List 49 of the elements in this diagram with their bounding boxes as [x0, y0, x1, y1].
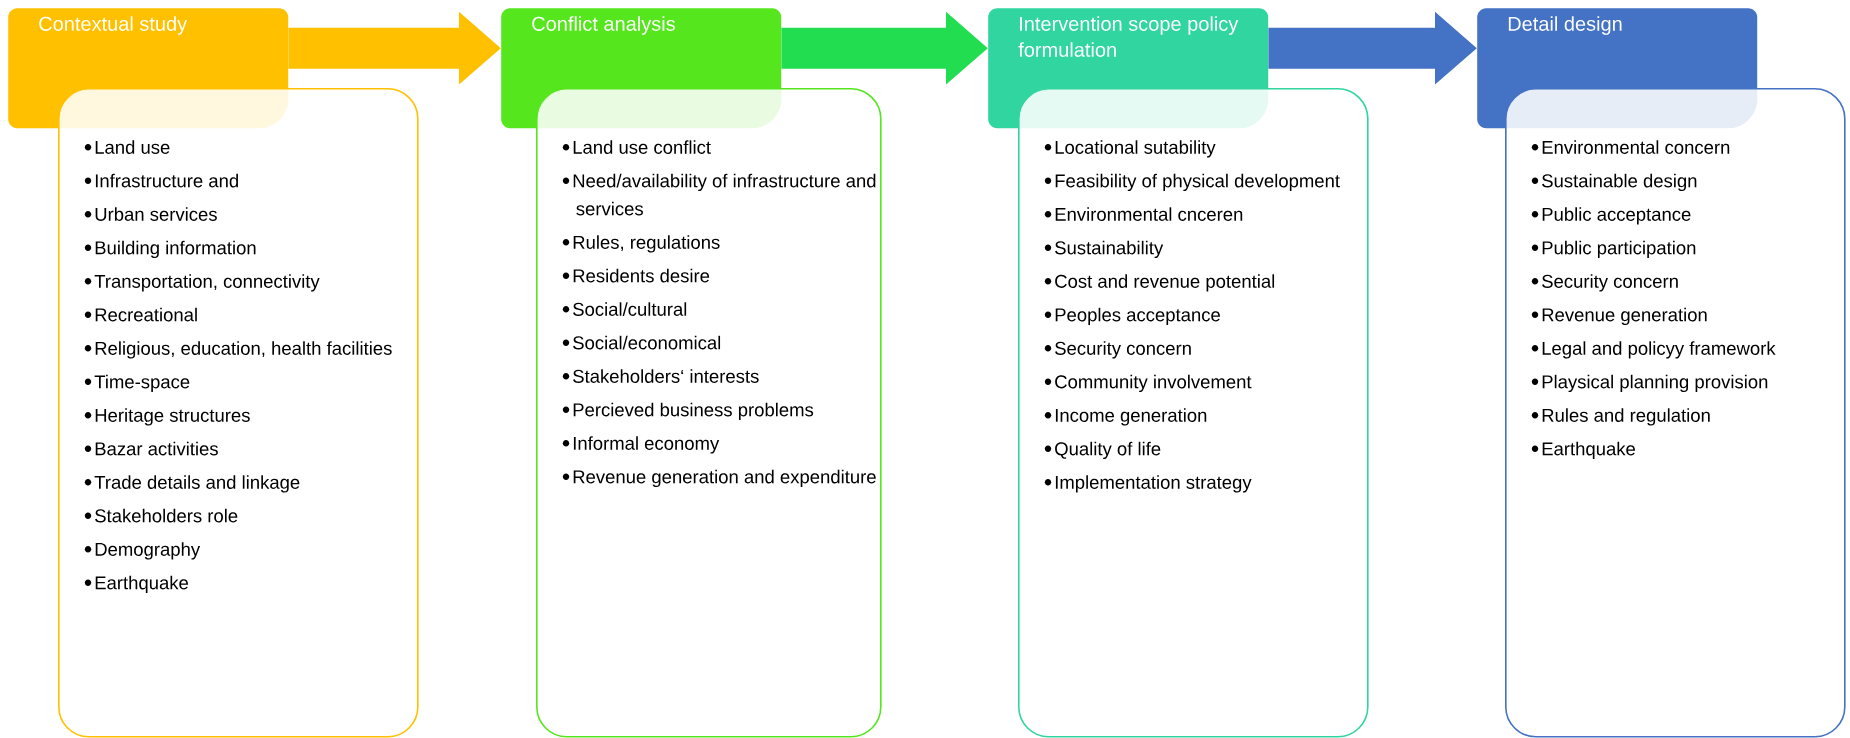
bullet-item: Public participation — [1531, 240, 1696, 259]
bullet-item: Quality of life — [1044, 441, 1161, 460]
bullet-item: Income generation — [1044, 408, 1207, 426]
bullet-item: Social/cultural — [562, 302, 687, 316]
bullet-item: Religious, education, health facilities — [84, 341, 392, 359]
bullet-item: Heritage structures — [84, 408, 250, 426]
bullet-item: Environmental cnceren — [1044, 207, 1243, 221]
bullet-item: Playsical planning provision — [1531, 374, 1768, 393]
bullet-item: Community involvement — [1044, 374, 1252, 393]
bullet-item: Environmental concern — [1531, 140, 1730, 154]
bullet-item: Percieved business problems — [562, 402, 814, 421]
bullet-item: Demography — [84, 542, 201, 560]
item-list-box — [58, 88, 419, 738]
item-list-box — [1505, 88, 1846, 738]
item-list-box — [1018, 88, 1369, 738]
bullet-item: Security concern — [1044, 341, 1191, 359]
bullet-item: Earthquake — [1531, 441, 1635, 460]
bullet-item: Trade details and linkage — [84, 475, 300, 493]
bullet-item: Time-space — [84, 374, 190, 393]
bullet-item: Security concern — [1531, 274, 1678, 292]
bullet-item: Implementation strategy — [1044, 475, 1252, 493]
bullet-item: Residents desire — [562, 268, 710, 283]
bullet-item: Earthquake — [84, 575, 188, 594]
bullet-item: Social/economical — [562, 335, 721, 350]
item-list-box — [536, 88, 882, 738]
bullet-item: Land use — [84, 140, 170, 154]
bullet-item: Cost and revenue potential — [1044, 274, 1275, 292]
bullet-item: Land use conflict — [562, 140, 711, 154]
bullet-item: Recreational — [84, 307, 197, 322]
bullet-item: Urban services — [84, 207, 217, 221]
bullet-item: Transportation, connectivity — [84, 274, 320, 292]
bullet-item: Revenue generation and expenditure — [562, 469, 876, 488]
bullet-item: Building information — [84, 240, 256, 259]
bullet-item: Bazar activities — [84, 441, 218, 456]
bullet-item: Peoples acceptance — [1044, 307, 1220, 326]
bullet-item: Sustainable design — [1531, 173, 1697, 192]
bullet-item: Public acceptance — [1531, 207, 1691, 225]
bullet-item: Need/availability of infrastructure and services — [562, 173, 876, 216]
bullet-item: Rules, regulations — [562, 235, 720, 253]
bullet-item: Rules and regulation — [1531, 408, 1710, 426]
bullet-item: Stakeholders role — [84, 508, 238, 523]
bullet-item: Stakeholders‘ interests — [562, 369, 759, 383]
bullet-item: Legal and policyy framework — [1531, 341, 1776, 359]
bullet-item: Locational sutability — [1044, 140, 1216, 158]
bullet-item: Revenue generation — [1531, 307, 1707, 326]
bullet-item: Sustainability — [1044, 240, 1164, 259]
bullet-item: Infrastructure and — [84, 173, 238, 188]
bullet-item: Feasibility of physical development — [1044, 173, 1340, 192]
bullet-item: Informal economy — [562, 436, 720, 454]
